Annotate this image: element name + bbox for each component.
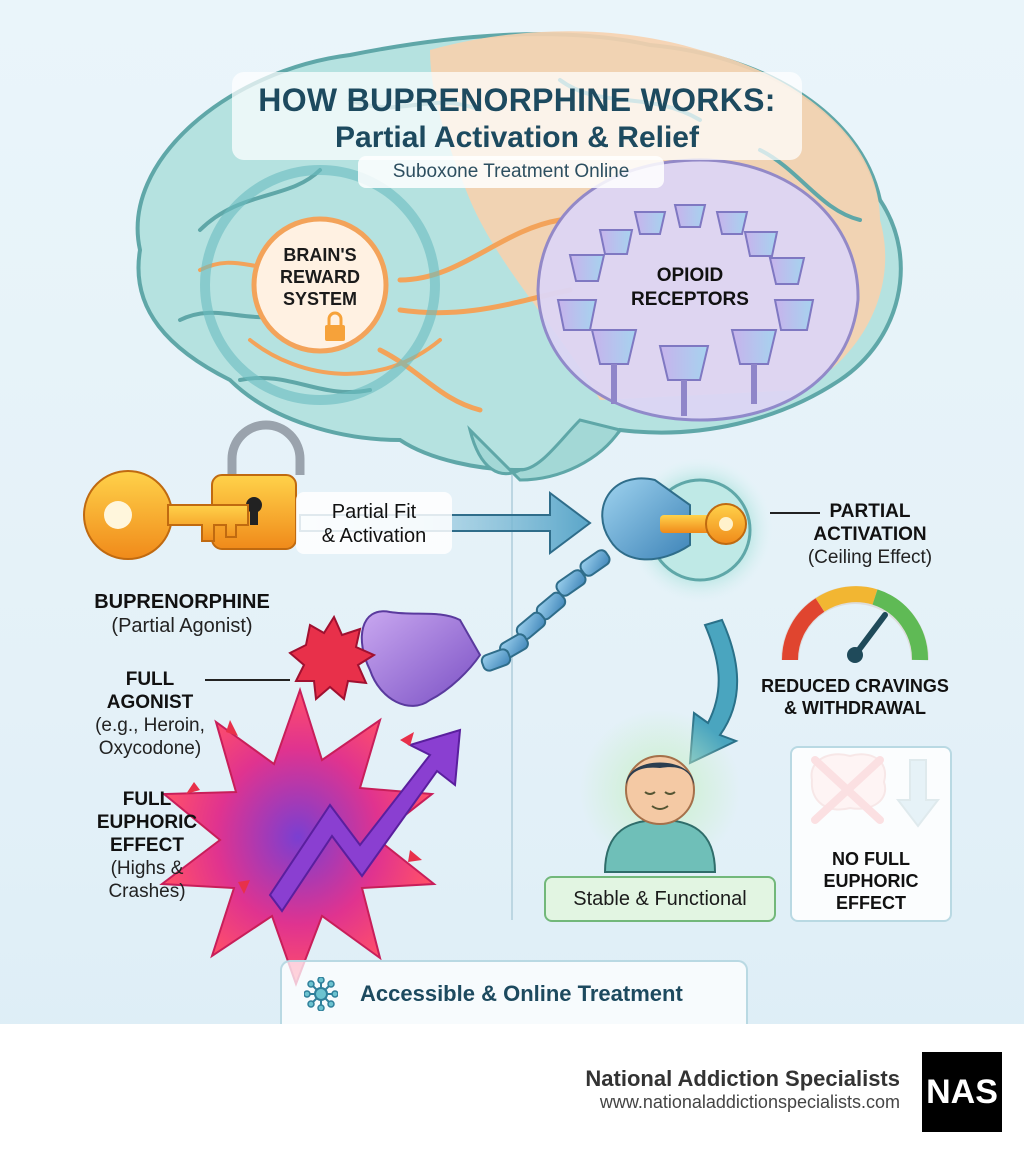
gauge-icon [781,586,929,663]
blue-receptor-illustration [480,458,772,672]
calm-person-illustration [580,710,740,873]
full-euphoric-effect-label: FULL EUPHORIC EFFECT (Highs & Crashes) [96,789,198,902]
online-treatment-label: Accessible & Online Treatment [360,981,683,1006]
network-icon [304,977,338,1011]
page-title: HOW BUPRENORPHINE WORKS: [258,82,776,118]
reward-system-label: BRAIN'S REWARD SYSTEM [280,245,360,309]
key-in-lock-illustration [83,420,305,560]
stable-functional-label: Stable & Functional [573,888,747,910]
subtitle: Suboxone Treatment Online [358,156,664,188]
reduced-cravings-label: REDUCED CRAVINGS & WITHDRAWAL [761,676,949,718]
no-euphoric-label: NO FULL EUPHORIC EFFECT [823,849,919,913]
online-treatment-banner: Accessible & Online Treatment [280,960,748,1024]
rising-arrow-icon [268,728,462,913]
partial-fit-label: Partial Fit & Activation [321,501,427,547]
buprenorphine-label: BUPRENORPHINE (Partial Agonist) [94,591,270,637]
opioid-receptors-illustration [536,158,860,422]
footer: National Addiction Specialists www.natio… [0,1024,1024,1154]
partial-fit-box: Partial Fit & Activation [296,492,452,554]
partial-activation-label: PARTIAL ACTIVATION (Ceiling Effect) [807,501,933,568]
stable-functional-badge: Stable & Functional [544,876,776,922]
opioid-receptors-label: OPIOID RECEPTORS [631,265,749,310]
no-euphoric-box: NO FULL EUPHORIC EFFECT [790,746,952,922]
full-agonist-label: FULL AGONIST (e.g., Heroin, Oxycodone) [95,669,205,759]
lock-icon [325,311,345,341]
page-title-line2: Partial Activation & Relief [335,121,699,154]
full-agonist-receptor-illustration [288,610,482,707]
website-link[interactable]: www.nationaladdictionspecialists.com [599,1092,900,1112]
nas-logo: NAS [922,1052,1002,1132]
euphoria-burst-illustration [159,686,462,987]
title-box: HOW BUPRENORPHINE WORKS: Partial Activat… [232,72,802,160]
organization-name: National Addiction Specialists [585,1066,900,1091]
